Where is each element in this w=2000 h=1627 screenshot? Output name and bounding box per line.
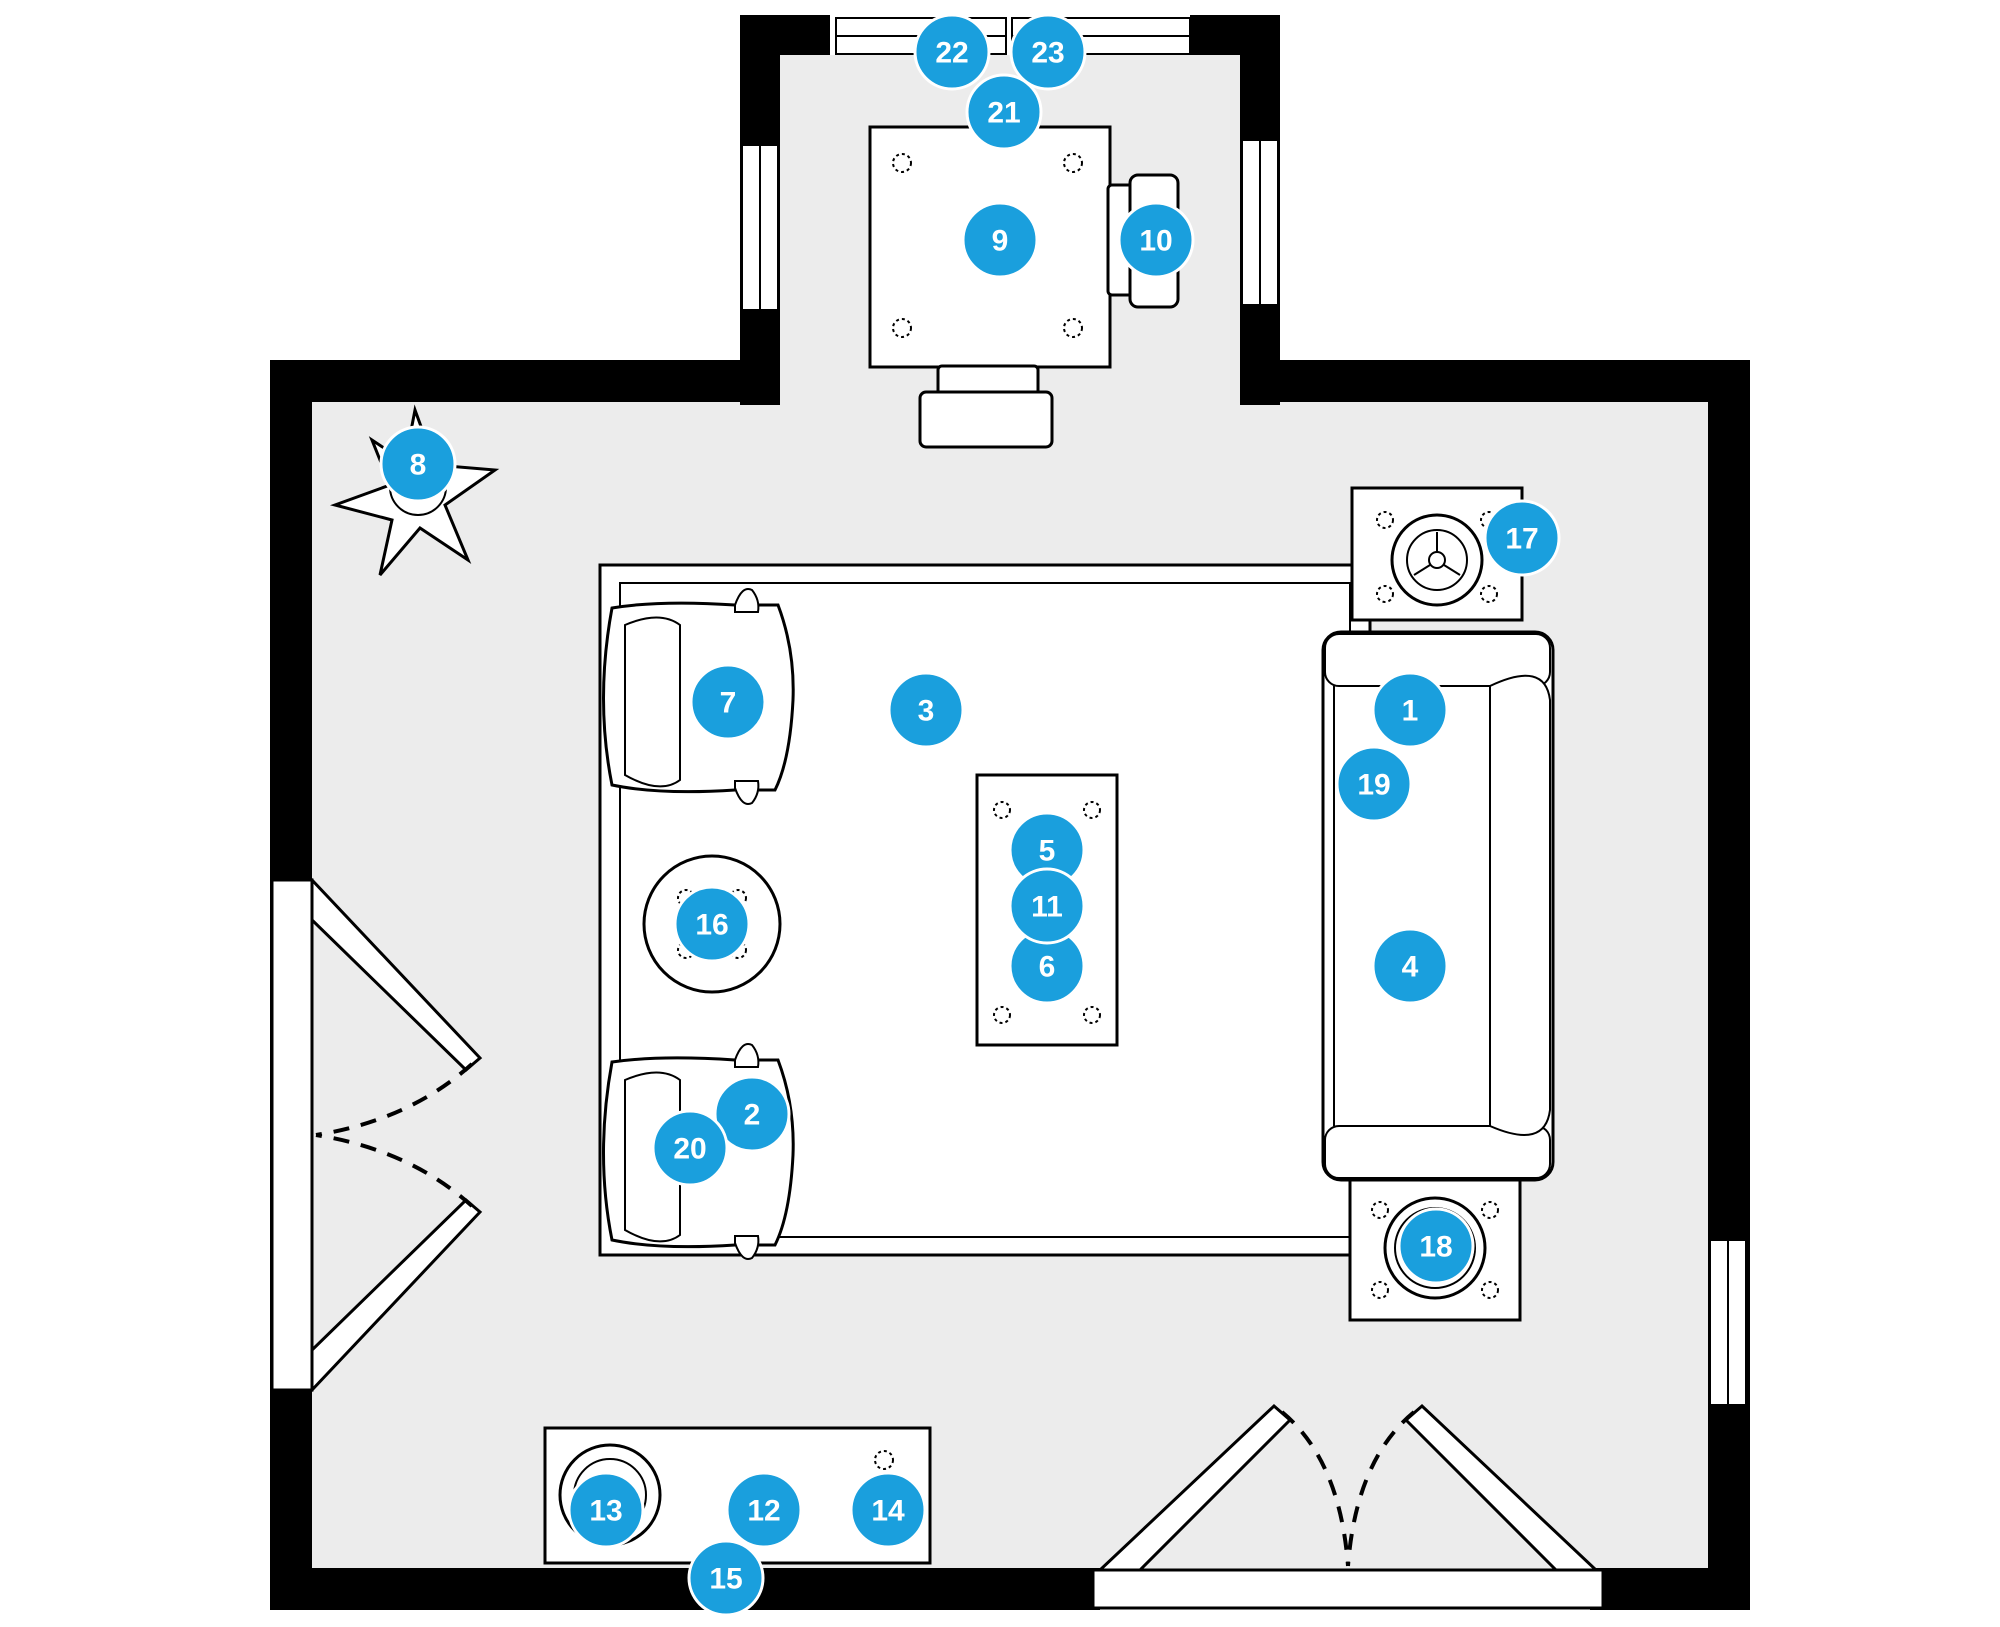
marker-4[interactable]: 4 xyxy=(1371,927,1449,1005)
marker-circle[interactable] xyxy=(1335,745,1413,823)
bottom-double-door xyxy=(1091,1403,1605,1610)
marker-3[interactable]: 3 xyxy=(887,671,965,749)
marker-label: 16 xyxy=(695,909,728,942)
desk-chair-bottom xyxy=(918,364,1054,449)
marker-circle[interactable] xyxy=(713,1075,791,1153)
marker-circle[interactable] xyxy=(673,885,751,963)
marker-22[interactable]: 22 xyxy=(913,13,991,91)
marker-1[interactable]: 1 xyxy=(1371,671,1449,749)
marker-circle[interactable] xyxy=(1397,1207,1475,1285)
marker-circle[interactable] xyxy=(965,73,1043,151)
marker-9[interactable]: 9 xyxy=(961,201,1039,279)
table-lamp-top xyxy=(1390,513,1484,607)
marker-circle[interactable] xyxy=(849,1471,927,1549)
marker-circle[interactable] xyxy=(689,663,767,741)
marker-12[interactable]: 12 xyxy=(725,1471,803,1549)
marker-circle[interactable] xyxy=(1483,499,1561,577)
marker-2[interactable]: 2 xyxy=(713,1075,791,1153)
marker-circle[interactable] xyxy=(887,671,965,749)
marker-label: 17 xyxy=(1505,523,1538,556)
marker-label: 2 xyxy=(744,1099,761,1132)
marker-11[interactable]: 11 xyxy=(1008,867,1086,945)
marker-8[interactable]: 8 xyxy=(379,425,457,503)
marker-21[interactable]: 21 xyxy=(965,73,1043,151)
marker-circle[interactable] xyxy=(651,1109,729,1187)
marker-label: 5 xyxy=(1039,835,1056,868)
marker-circle[interactable] xyxy=(687,1539,765,1617)
marker-10[interactable]: 10 xyxy=(1117,201,1195,279)
marker-15[interactable]: 15 xyxy=(687,1539,765,1617)
marker-label: 21 xyxy=(987,97,1020,130)
marker-label: 20 xyxy=(673,1133,706,1166)
marker-circle[interactable] xyxy=(567,1471,645,1549)
marker-label: 4 xyxy=(1402,951,1419,984)
marker-label: 1 xyxy=(1402,695,1419,728)
marker-5[interactable]: 5 xyxy=(1008,811,1086,889)
marker-label: 9 xyxy=(992,225,1009,258)
marker-18[interactable]: 18 xyxy=(1397,1207,1475,1285)
marker-circle[interactable] xyxy=(1371,927,1449,1005)
marker-20[interactable]: 20 xyxy=(651,1109,729,1187)
marker-label: 13 xyxy=(589,1495,622,1528)
marker-13[interactable]: 13 xyxy=(567,1471,645,1549)
marker-label: 14 xyxy=(871,1495,905,1528)
marker-label: 18 xyxy=(1419,1231,1452,1264)
marker-circle[interactable] xyxy=(1371,671,1449,749)
marker-17[interactable]: 17 xyxy=(1483,499,1561,577)
marker-circle[interactable] xyxy=(725,1471,803,1549)
marker-16[interactable]: 16 xyxy=(673,885,751,963)
marker-label: 3 xyxy=(918,695,935,728)
marker-circle[interactable] xyxy=(961,201,1039,279)
marker-label: 23 xyxy=(1031,37,1064,70)
marker-circle[interactable] xyxy=(1009,13,1087,91)
marker-14[interactable]: 14 xyxy=(849,1471,927,1549)
marker-19[interactable]: 19 xyxy=(1335,745,1413,823)
marker-circle[interactable] xyxy=(1117,201,1195,279)
marker-circle[interactable] xyxy=(379,425,457,503)
marker-label: 22 xyxy=(935,37,968,70)
marker-label: 19 xyxy=(1357,769,1390,802)
marker-label: 8 xyxy=(410,449,427,482)
marker-label: 15 xyxy=(709,1563,742,1596)
marker-7[interactable]: 7 xyxy=(689,663,767,741)
marker-label: 7 xyxy=(720,687,737,720)
marker-label: 12 xyxy=(747,1495,780,1528)
marker-6[interactable]: 6 xyxy=(1008,927,1086,1005)
marker-23[interactable]: 23 xyxy=(1009,13,1087,91)
marker-label: 6 xyxy=(1039,951,1056,984)
marker-circle[interactable] xyxy=(1008,867,1086,945)
left-double-door xyxy=(270,876,483,1394)
marker-circle[interactable] xyxy=(913,13,991,91)
marker-label: 11 xyxy=(1031,891,1063,924)
marker-label: 10 xyxy=(1139,225,1172,258)
